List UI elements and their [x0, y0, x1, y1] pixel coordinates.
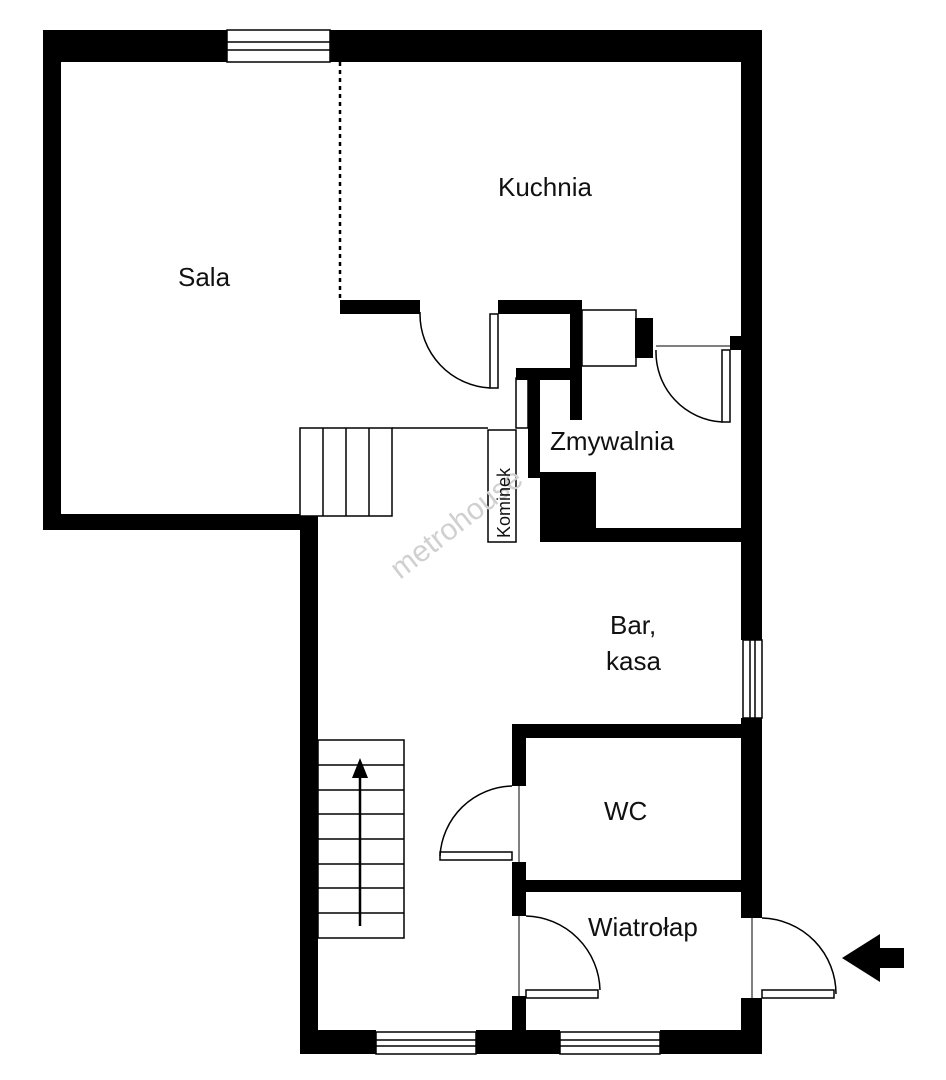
doors — [419, 312, 837, 999]
wall-wc-left-top — [512, 724, 526, 786]
wall-zmywalnia-bar — [540, 528, 742, 542]
wall-bottom-3 — [660, 1030, 762, 1054]
kitchen-counter — [487, 309, 637, 543]
window-right — [742, 639, 763, 719]
wall-right-upper — [741, 30, 762, 640]
door-wc — [439, 785, 520, 862]
room-label-sala: Sala — [178, 262, 231, 292]
entrance-arrow-icon — [842, 934, 904, 982]
wall-zmywalnia-jamb-right — [730, 336, 742, 350]
wall-kitchen-bottom-left — [340, 300, 420, 314]
window-bottom-right — [559, 1031, 661, 1055]
wall-bottom-sala — [43, 514, 318, 530]
outer-walls — [43, 30, 762, 1054]
room-label-kuchnia: Kuchnia — [498, 172, 592, 202]
wall-kitchen-bottom-right — [498, 300, 582, 314]
wall-wc-top — [512, 724, 742, 738]
door-entrance — [751, 917, 837, 999]
room-label-bar-line2: kasa — [606, 646, 661, 676]
window-kominek — [515, 377, 529, 429]
interior-walls — [338, 62, 742, 1032]
wall-top-right — [330, 30, 762, 62]
room-label-wc: WC — [604, 796, 647, 826]
wall-zmywalnia-left — [528, 368, 540, 478]
label-kominek: Kominek — [494, 467, 514, 538]
door-sala — [419, 312, 499, 389]
stairs-up-arrow-icon — [352, 758, 368, 926]
wall-right-middle — [741, 718, 762, 918]
door-kitchen — [655, 345, 731, 423]
wall-bottom-1 — [300, 1030, 376, 1054]
stairs-upper — [299, 427, 488, 517]
wall-zmywalnia-jamb — [635, 318, 653, 358]
wall-zmywalnia-top — [516, 368, 582, 380]
room-label-zmywalnia: Zmywalnia — [550, 426, 675, 456]
wall-wiatrolap-left-top — [512, 880, 526, 916]
room-label-bar-line1: Bar, — [610, 610, 656, 640]
window-bottom-left — [375, 1031, 477, 1055]
wall-left-lower — [300, 514, 318, 1054]
wall-wc-bottom — [512, 880, 742, 892]
door-wiatrolap-inner — [518, 915, 601, 999]
wall-bottom-2 — [476, 1030, 560, 1054]
wall-partition-vertical — [570, 300, 582, 420]
room-label-wiatrolap: Wiatrołap — [588, 912, 698, 942]
wall-wiatrolap-left-bottom — [512, 996, 526, 1032]
window-top — [226, 29, 331, 63]
wall-top-left — [43, 30, 227, 62]
wall-left-sala — [43, 30, 61, 530]
